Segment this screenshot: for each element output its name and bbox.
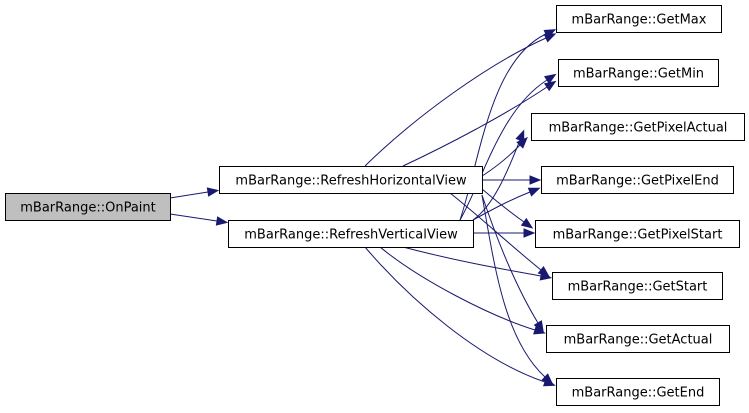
edge-refresh_h-to-getpixelend	[482, 175, 542, 185]
node-getpixelstart[interactable]: mBarRange::GetPixelStart	[535, 220, 740, 248]
node-refresh_h[interactable]: mBarRange::RefreshHorizontalView	[219, 166, 483, 194]
node-label: mBarRange::GetPixelStart	[553, 228, 723, 243]
edge-refresh_v-to-getpixelstart	[473, 228, 536, 238]
node-label: mBarRange::GetMin	[573, 67, 704, 82]
edge-arrowhead	[206, 187, 220, 197]
node-box	[535, 220, 740, 248]
node-label: mBarRange::GetMax	[572, 13, 707, 28]
node-box	[531, 113, 745, 141]
node-label: mBarRange::GetActual	[564, 333, 713, 348]
edge-line	[364, 246, 546, 383]
node-getpixelend[interactable]: mBarRange::GetPixelEnd	[541, 166, 734, 194]
edge-arrowhead	[527, 187, 541, 197]
edge-line	[402, 86, 548, 167]
edge-refresh_v-to-getactual	[379, 246, 546, 335]
edge-refresh_v-to-getpixelend	[472, 187, 541, 221]
node-label: mBarRange::GetPixelActual	[549, 121, 728, 136]
node-getstart[interactable]: mBarRange::GetStart	[552, 272, 723, 300]
edge-refresh_v-to-getstart	[402, 246, 553, 281]
edge-line	[481, 194, 539, 324]
node-box	[5, 193, 171, 221]
edge-refresh_v-to-getmax	[459, 29, 557, 221]
edge-arrowhead	[215, 216, 229, 226]
node-refresh_v[interactable]: mBarRange::RefreshVerticalView	[228, 220, 474, 248]
node-box	[558, 59, 719, 87]
edge-line	[472, 139, 521, 221]
edge-refresh_v-to-getpixelactual	[472, 129, 525, 221]
edge-arrowhead	[533, 325, 546, 335]
node-label: mBarRange::RefreshHorizontalView	[235, 174, 467, 189]
edge-refresh_h-to-getactual	[481, 194, 544, 333]
node-getmin[interactable]: mBarRange::GetMin	[558, 59, 719, 87]
node-label: mBarRange::GetEnd	[572, 386, 705, 401]
node-box	[556, 5, 722, 33]
edge-line	[481, 188, 525, 223]
node-box	[556, 378, 720, 406]
edge-line	[169, 191, 209, 199]
call-graph-nodes: mBarRange::OnPaint mBarRange::RefreshHori…	[5, 5, 745, 406]
edge-onpaint-to-refresh_v	[169, 213, 229, 226]
edge-refresh_v-to-getend	[364, 246, 556, 387]
node-getend[interactable]: mBarRange::GetEnd	[556, 378, 720, 406]
node-label: mBarRange::RefreshVerticalView	[244, 228, 458, 243]
node-label: mBarRange::OnPaint	[20, 201, 156, 216]
edge-line	[459, 33, 547, 221]
node-getpixelactual[interactable]: mBarRange::GetPixelActual	[531, 113, 745, 141]
node-box	[552, 272, 723, 300]
edge-line	[481, 194, 546, 378]
edge-line	[472, 191, 531, 221]
node-onpaint[interactable]: mBarRange::OnPaint	[5, 193, 171, 221]
edge-arrowhead	[523, 228, 536, 238]
edge-onpaint-to-refresh_h	[169, 187, 220, 199]
node-box	[546, 325, 730, 353]
edge-line	[379, 246, 536, 331]
edge-arrowhead	[539, 271, 553, 281]
node-box	[228, 220, 474, 248]
edge-arrowhead	[529, 175, 542, 185]
call-graph-edges	[169, 29, 557, 387]
node-getmax[interactable]: mBarRange::GetMax	[556, 5, 722, 33]
node-label: mBarRange::GetPixelEnd	[556, 174, 719, 189]
node-box	[219, 166, 483, 194]
edge-refresh_v-to-getmin	[459, 73, 557, 221]
edge-refresh_h-to-getpixelstart	[481, 188, 534, 229]
edge-line	[364, 37, 547, 167]
edge-arrowhead	[542, 377, 556, 387]
node-label: mBarRange::GetStart	[568, 280, 708, 295]
node-getactual[interactable]: mBarRange::GetActual	[546, 325, 730, 353]
edge-arrowhead	[543, 29, 557, 39]
edge-arrowhead	[520, 217, 534, 229]
edge-arrowhead	[515, 129, 525, 143]
edge-arrowhead	[543, 73, 557, 85]
edge-line	[402, 246, 542, 277]
edge-line	[169, 213, 218, 222]
edge-line	[459, 79, 548, 221]
node-box	[541, 166, 734, 194]
